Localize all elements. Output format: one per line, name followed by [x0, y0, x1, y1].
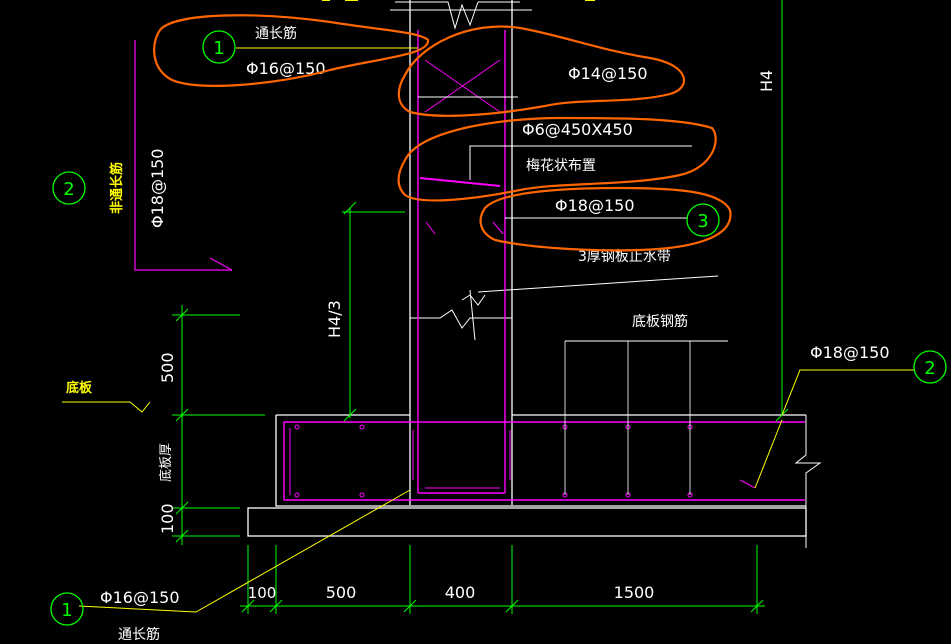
callout-2-left-spec: Φ18@150 — [148, 149, 167, 229]
h4-3-label: H4/3 — [325, 300, 344, 338]
callout-3-spec: Φ18@150 — [555, 196, 635, 215]
callout-1-bottom-circle — [50, 592, 84, 626]
dim-h-400: 400 — [445, 583, 476, 602]
callout-1-top: 1 通长筋 Φ16@150 — [202, 25, 326, 78]
wall-rebar — [412, 30, 511, 494]
markup-loop-4 — [479, 186, 732, 252]
dim-h-500: 500 — [326, 583, 357, 602]
wall-outline — [390, 0, 532, 505]
markup-loop-1 — [153, 14, 430, 87]
base-rebar-label: 底板钢筋 — [632, 313, 688, 330]
top-spec-14: Φ14@150 — [568, 64, 648, 83]
top-fragments — [322, 0, 595, 30]
dim-v-100: 100 — [158, 503, 177, 534]
callout-2-left-num: 2 — [63, 179, 74, 200]
callout-2-left-circle — [52, 171, 86, 205]
h4-label: H4 — [757, 70, 776, 92]
markup-loop-3 — [397, 116, 717, 202]
dim-v-500: 500 — [158, 352, 177, 383]
tie-layout: 梅花状布置 — [526, 158, 596, 174]
left-bracket-rebar — [134, 40, 233, 271]
tie-spec: Φ6@450X450 — [522, 120, 633, 139]
callout-3: Φ18@150 3 — [555, 196, 720, 237]
dim-h-1500: 1500 — [614, 583, 655, 602]
callout-2-left-label: 非通长筋 — [109, 162, 125, 214]
dim-h-100: 100 — [248, 584, 277, 602]
callout-2-right-num: 2 — [924, 358, 935, 379]
base-slab — [247, 414, 822, 548]
callout-2-left: 2 非通长筋 Φ18@150 — [52, 149, 167, 229]
white-leaders — [418, 96, 692, 219]
leader-lines — [62, 47, 915, 613]
markup-loop-2 — [397, 25, 686, 117]
callout-2-right-spec: Φ18@150 — [810, 343, 890, 362]
callout-1-bottom-num: 1 — [61, 600, 72, 621]
steel-plate-waterstop — [461, 275, 719, 341]
slab-rebar — [283, 421, 805, 501]
base-rebar-leader — [564, 340, 728, 495]
callout-1-bottom-spec: Φ16@150 — [100, 588, 180, 607]
orange-markup — [153, 14, 732, 252]
callout-1-top-spec: Φ16@150 — [246, 59, 326, 78]
dimension-lines — [172, 0, 789, 614]
callout-3-num: 3 — [697, 211, 708, 232]
steel-plate-label: 3厚钢板止水带 — [578, 249, 671, 265]
callout-1-bottom: 1 Φ16@150 通长筋 — [50, 588, 180, 643]
slab-label: 底板 — [66, 380, 93, 396]
callout-3-circle — [686, 203, 720, 237]
callout-1-top-circle — [202, 30, 236, 64]
callout-2-right: Φ18@150 2 — [810, 343, 947, 384]
callout-2-right-circle — [913, 350, 947, 384]
slab-thickness-label: 底板厚 — [158, 443, 174, 482]
callout-1-top-label: 通长筋 — [255, 25, 297, 42]
callout-1-bottom-label: 通长筋 — [118, 626, 160, 643]
callout-1-top-num: 1 — [213, 38, 224, 59]
